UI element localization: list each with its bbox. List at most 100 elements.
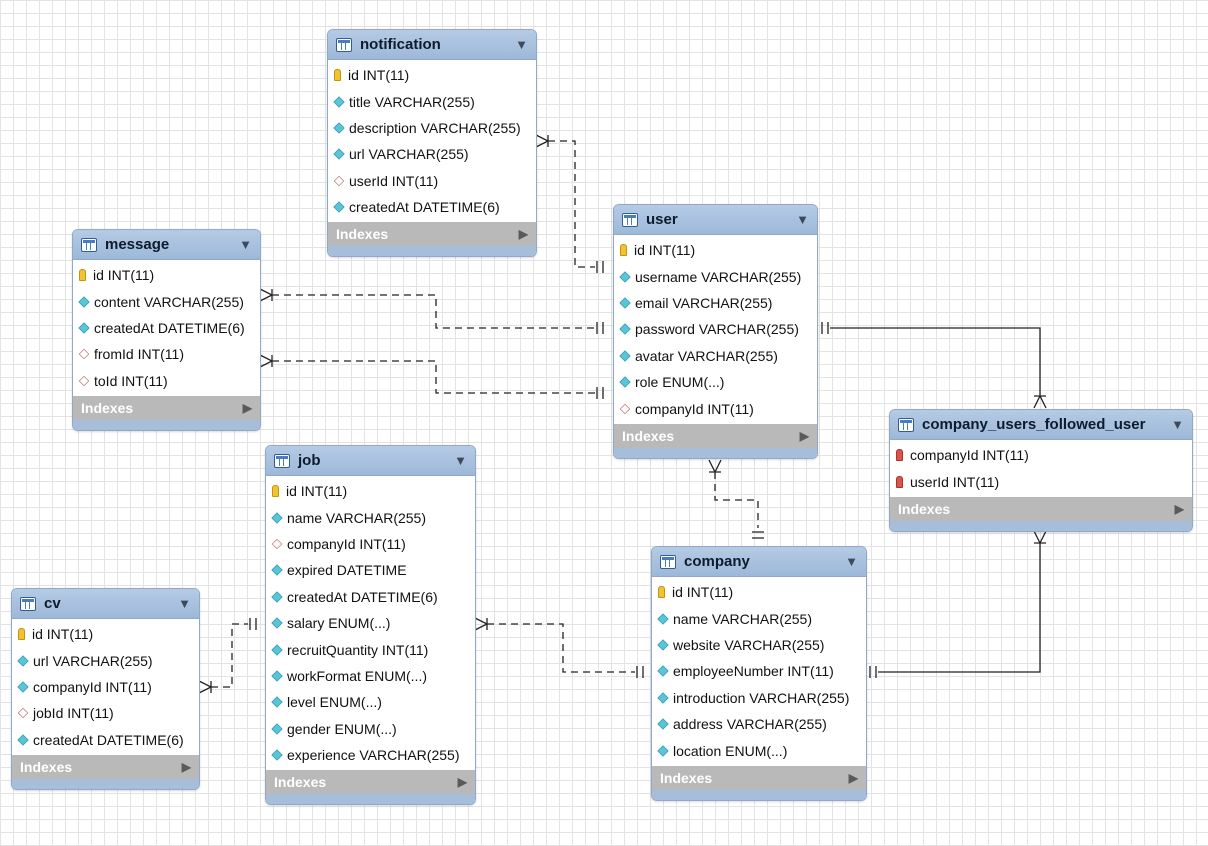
table-icon [336,37,352,52]
column-row[interactable]: introduction VARCHAR(255) [652,685,866,711]
column-label: website VARCHAR(255) [673,636,825,653]
column-diamond-icon [619,270,631,283]
column-row[interactable]: companyId INT(11) [12,674,199,700]
column-label: userId INT(11) [910,473,1000,490]
column-row[interactable]: workFormat ENUM(...) [266,663,475,689]
indexes-label: Indexes [622,427,675,444]
expand-arrow-icon[interactable]: ▶ [457,775,467,790]
table-notification[interactable]: notification▼id INT(11)title VARCHAR(255… [327,29,537,258]
column-row[interactable]: userId INT(11) [890,468,1192,494]
column-diamond-icon [657,744,669,757]
indexes-section[interactable]: Indexes ▶ [614,423,817,448]
indexes-section[interactable]: Indexes▶ [73,395,260,420]
column-row[interactable]: createdAt DATETIME(6) [12,727,199,753]
expand-arrow-icon[interactable]: ▶ [848,770,858,785]
relationship-message-to-user [272,360,595,394]
column-row[interactable]: avatar VARCHAR(255) [614,343,817,369]
indexes-section[interactable]: Indexes▶ [12,754,199,779]
collapse-toggle-icon[interactable]: ▼ [454,453,467,468]
column-row[interactable]: companyId INT(11) [890,442,1192,468]
table-header[interactable]: cv▼ [12,589,199,619]
column-row[interactable]: createdAt DATETIME(6) [328,194,536,220]
table-header[interactable]: user ▼ [614,205,817,235]
column-row[interactable]: level ENUM(...) [266,689,475,715]
column-row[interactable]: fromId INT(11) [73,341,260,367]
table-company[interactable]: company▼id INT(11)name VARCHAR(255) websi… [651,546,867,801]
column-row[interactable]: gender ENUM(...) [266,716,475,742]
collapse-toggle-icon[interactable]: ▼ [178,596,191,611]
table-cv[interactable]: cv▼id INT(11)url VARCHAR(255)companyId I… [11,588,200,790]
table-header[interactable]: notification▼ [328,30,536,60]
table-message[interactable]: message▼ id INT(11) content VARCHAR(255)cr… [72,229,261,431]
column-row[interactable]: role ENUM(...) [614,369,817,395]
column-row[interactable]: username VARCHAR(255) [614,263,817,289]
indexes-section[interactable]: Indexes▶ [328,222,536,247]
column-row[interactable]: createdAt DATETIME(6) [266,584,475,610]
column-row[interactable]: location ENUM(...) [652,737,866,763]
column-row[interactable]: url VARCHAR(255) [328,141,536,167]
column-row[interactable]: content VARCHAR(255) [73,288,260,314]
column-diamond-icon [619,297,631,309]
indexes-section[interactable]: Indexes▶ [266,770,475,795]
expand-arrow-icon[interactable]: ▶ [518,227,528,242]
column-label: id INT(11) [93,267,155,284]
column-row[interactable]: salary ENUM(...) [266,610,475,636]
collapse-toggle-icon[interactable]: ▼ [239,237,252,252]
table-icon [20,596,36,611]
expand-arrow-icon[interactable]: ▶ [799,428,809,443]
column-row[interactable]: id INT(11) [73,262,260,288]
table-header[interactable]: message▼ [73,230,260,260]
column-row[interactable]: experience VARCHAR(255) [266,742,475,768]
table-header[interactable]: company▼ [652,547,866,577]
column-label: gender ENUM(...) [287,720,397,737]
column-row[interactable]: companyId INT(11) [266,531,475,557]
table-cufu[interactable]: company_users_followed_user▼ companyId IN… [889,409,1193,532]
relationship-notification-user [548,140,595,268]
column-row[interactable]: employeeNumber INT(11) [652,658,866,684]
column-row[interactable]: id INT(11) [328,62,536,88]
column-row[interactable]: id INT(11) [266,478,475,504]
column-row[interactable]: id INT(11) [652,579,866,605]
column-row[interactable]: createdAt DATETIME(6) [73,315,260,341]
column-row[interactable]: toId INT(11) [73,368,260,394]
collapse-toggle-icon[interactable]: ▼ [796,212,809,227]
column-row[interactable]: address VARCHAR(255) [652,711,866,737]
column-row[interactable]: id INT(11) [12,621,199,647]
column-row[interactable]: recruitQuantity INT(11) [266,636,475,662]
column-row[interactable]: url VARCHAR(255) [12,647,199,673]
column-row[interactable]: expired DATETIME [266,557,475,583]
column-row[interactable]: password VARCHAR(255) [614,316,817,342]
table-job[interactable]: job▼id INT(11)name VARCHAR(255)companyId… [265,445,476,806]
column-diamond-icon [657,639,669,651]
column-row[interactable]: userId INT(11) [328,168,536,194]
table-header[interactable]: job▼ [266,446,475,476]
column-row[interactable]: jobId INT(11) [12,700,199,726]
column-row[interactable]: id INT(11) [614,237,817,263]
indexes-section[interactable]: Indexes▶ [890,496,1192,521]
expand-arrow-icon[interactable]: ▶ [1174,501,1184,516]
table-icon [274,453,290,468]
foreign-key-icon [271,538,283,550]
crowfoot-many-marker [259,354,274,368]
column-row[interactable]: companyId INT(11) [614,395,817,421]
collapse-toggle-icon[interactable]: ▼ [1171,417,1184,432]
table-name: user [646,211,678,228]
column-row[interactable]: description VARCHAR(255) [328,115,536,141]
expand-arrow-icon[interactable]: ▶ [242,400,252,415]
collapse-toggle-icon[interactable]: ▼ [515,37,528,52]
column-label: avatar VARCHAR(255) [635,347,778,364]
table-header[interactable]: company_users_followed_user▼ [890,410,1192,440]
table-footer [890,520,1192,531]
column-row[interactable]: name VARCHAR(255) [266,504,475,530]
collapse-toggle-icon[interactable]: ▼ [845,554,858,569]
expand-arrow-icon[interactable]: ▶ [181,759,191,774]
column-row[interactable]: website VARCHAR(255) [652,632,866,658]
column-label: salary ENUM(...) [287,615,391,632]
column-row[interactable]: title VARCHAR(255) [328,88,536,114]
indexes-label: Indexes [660,769,713,786]
column-row[interactable]: name VARCHAR(255) [652,605,866,631]
column-row[interactable]: email VARCHAR(255) [614,290,817,316]
indexes-section[interactable]: Indexes ▶ [652,765,866,790]
column-label: companyId INT(11) [910,447,1029,464]
table-user[interactable]: user ▼ id INT(11)username VARCHAR(255)emai… [613,204,818,459]
